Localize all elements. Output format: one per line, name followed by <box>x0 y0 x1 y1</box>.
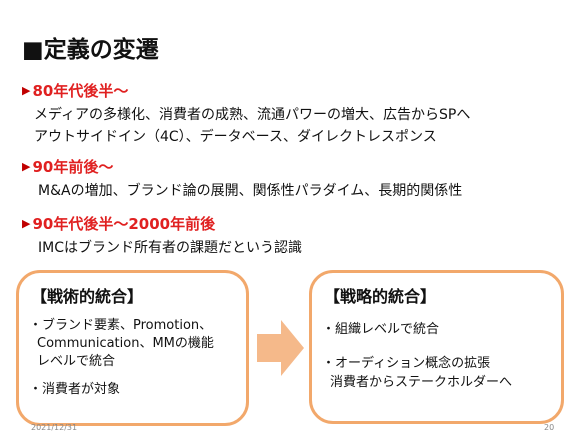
tactical-integration-box: 【戦術的統合】 ・ブランド要素、Promotion、 Communication… <box>16 270 249 426</box>
period-heading-2-text: 90年前後〜 <box>32 158 114 176</box>
period-1-line-2: アウトサイドイン（4C）、データベース、ダイレクトレスポンス <box>34 129 437 145</box>
bullet-triangle-icon: ▶ <box>22 84 31 97</box>
right-arrow-icon <box>257 320 304 376</box>
bullet-triangle-icon: ▶ <box>22 160 31 173</box>
strategic-item-2: ・オーディション概念の拡張 <box>322 356 491 371</box>
strategic-integration-heading: 【戦略的統合】 <box>324 287 437 306</box>
bullet-triangle-icon: ▶ <box>22 217 31 230</box>
tactical-item-3: レベルで統合 <box>37 354 116 369</box>
tactical-item-4: ・消費者が対象 <box>29 382 121 397</box>
period-heading-2: ▶90年前後〜 <box>22 156 113 177</box>
slide-title: ■定義の変遷 <box>22 37 159 63</box>
period-1-line-1: メディアの多様化、消費者の成熟、流通パワーの増大、広告からSPへ <box>34 107 471 123</box>
strategic-item-3: 消費者からステークホルダーへ <box>330 375 513 390</box>
tactical-integration-heading: 【戦術的統合】 <box>31 287 144 306</box>
period-heading-3-text: 90年代後半〜2000年前後 <box>32 215 216 233</box>
tactical-item-2: Communication、MMの機能 <box>37 336 214 351</box>
strategic-item-1: ・組織レベルで統合 <box>322 322 440 337</box>
tactical-item-1: ・ブランド要素、Promotion、 <box>29 318 213 333</box>
period-heading-3: ▶90年代後半〜2000年前後 <box>22 213 215 234</box>
period-heading-1: ▶80年代後半〜 <box>22 80 128 101</box>
period-3-line-1: IMCはブランド所有者の課題だという認識 <box>38 240 302 256</box>
period-heading-1-text: 80年代後半〜 <box>32 82 129 100</box>
footer-date: 2021/12/31 <box>31 423 78 432</box>
strategic-integration-box: 【戦略的統合】 ・組織レベルで統合 ・オーディション概念の拡張 消費者からステー… <box>309 270 564 424</box>
page-number: 20 <box>544 423 555 432</box>
period-2-line-1: M&Aの増加、ブランド論の展開、関係性パラダイム、長期的関係性 <box>38 183 463 199</box>
